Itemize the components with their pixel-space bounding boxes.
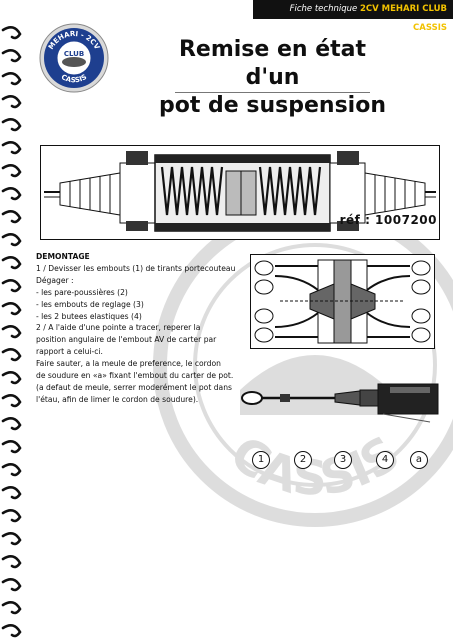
instructions-heading: DEMONTAGE: [36, 252, 90, 261]
callout-1: 1: [252, 451, 270, 469]
binding-ring: [1, 508, 22, 523]
instruction-line: de soudure en «a» fixant l'embout du car…: [36, 371, 234, 381]
binding-ring: [1, 600, 22, 615]
binding-ring: [1, 163, 22, 178]
header-bar: Fiche technique 2CV MEHARI CLUB CASSIS: [253, 0, 453, 33]
header-prefix: Fiche technique: [289, 4, 358, 14]
instruction-line: l'étau, afin de limer le cordon de soudu…: [36, 394, 199, 404]
title-line-2: pot de suspension: [159, 93, 386, 118]
binding-ring: [1, 117, 22, 132]
binding-ring: [1, 485, 22, 500]
binding-ring: [1, 255, 22, 270]
binding-ring: [1, 623, 22, 638]
binding-ring: [1, 25, 22, 40]
instruction-line: (a defaut de meule, serrer moderément le…: [36, 382, 232, 392]
binding-ring: [1, 462, 22, 477]
binding-ring: [1, 324, 22, 339]
instruction-line: 1 / Devisser les embouts (1) de tirants …: [36, 263, 236, 273]
binding-ring: [1, 393, 22, 408]
binding-ring: [1, 439, 22, 454]
binding-ring: [1, 232, 22, 247]
callout-2: 2: [294, 451, 312, 469]
instructions-block: DEMONTAGE 1 / Devisser les embouts (1) d…: [36, 251, 248, 406]
spiral-binding: [1, 25, 22, 638]
binding-ring: [1, 140, 22, 155]
instruction-line: rapport a celui-ci.: [36, 347, 103, 357]
title-line-1: Remise en état d'un: [178, 37, 367, 90]
callout-4: 4: [376, 451, 394, 469]
title-underline: [175, 92, 370, 93]
page-title: Remise en état d'un pot de suspension: [150, 36, 395, 120]
header-highlight: 2CV MEHARI CLUB CASSIS: [359, 4, 447, 33]
binding-ring: [1, 301, 22, 316]
callout-a: a: [410, 451, 428, 469]
callout-row: 1 2 3 4 a: [250, 451, 440, 469]
logo-bottom-text: CASSIS: [60, 73, 88, 84]
binding-ring: [1, 370, 22, 385]
instruction-line: position angulaire de l'embout AV de car…: [36, 335, 217, 345]
logo-middle-text: CLUB: [64, 50, 84, 58]
svg-text:CASSIS: CASSIS: [60, 73, 88, 84]
binding-ring: [1, 71, 22, 86]
callout-3: 3: [334, 451, 352, 469]
club-logo: MEHARI - 2CV CLUB CASSIS: [39, 23, 109, 93]
instruction-line: - les pare-poussières (2): [36, 287, 128, 297]
tie-rod-drawing: [241, 383, 439, 423]
binding-ring: [1, 347, 22, 362]
binding-ring: [1, 577, 22, 592]
binding-ring: [1, 186, 22, 201]
instruction-line: Dégager :: [36, 275, 74, 285]
binding-ring: [1, 48, 22, 63]
binding-ring: [1, 554, 22, 569]
instruction-line: - les 2 butees elastiques (4): [36, 311, 142, 321]
binding-ring: [1, 531, 22, 546]
spring-detail-drawing: [250, 254, 435, 349]
binding-ring: [1, 209, 22, 224]
binding-ring: [1, 416, 22, 431]
instruction-line: Faire sauter, a la meule de preference, …: [36, 359, 221, 369]
instruction-line: 2 / A l'aide d'une pointe a tracer, repe…: [36, 323, 201, 333]
binding-ring: [1, 94, 22, 109]
instruction-line: - les embouts de reglage (3): [36, 299, 144, 309]
binding-ring: [1, 278, 22, 293]
suspension-pot-drawing: [40, 145, 440, 240]
reference-number: réf : 1007200: [339, 213, 437, 227]
